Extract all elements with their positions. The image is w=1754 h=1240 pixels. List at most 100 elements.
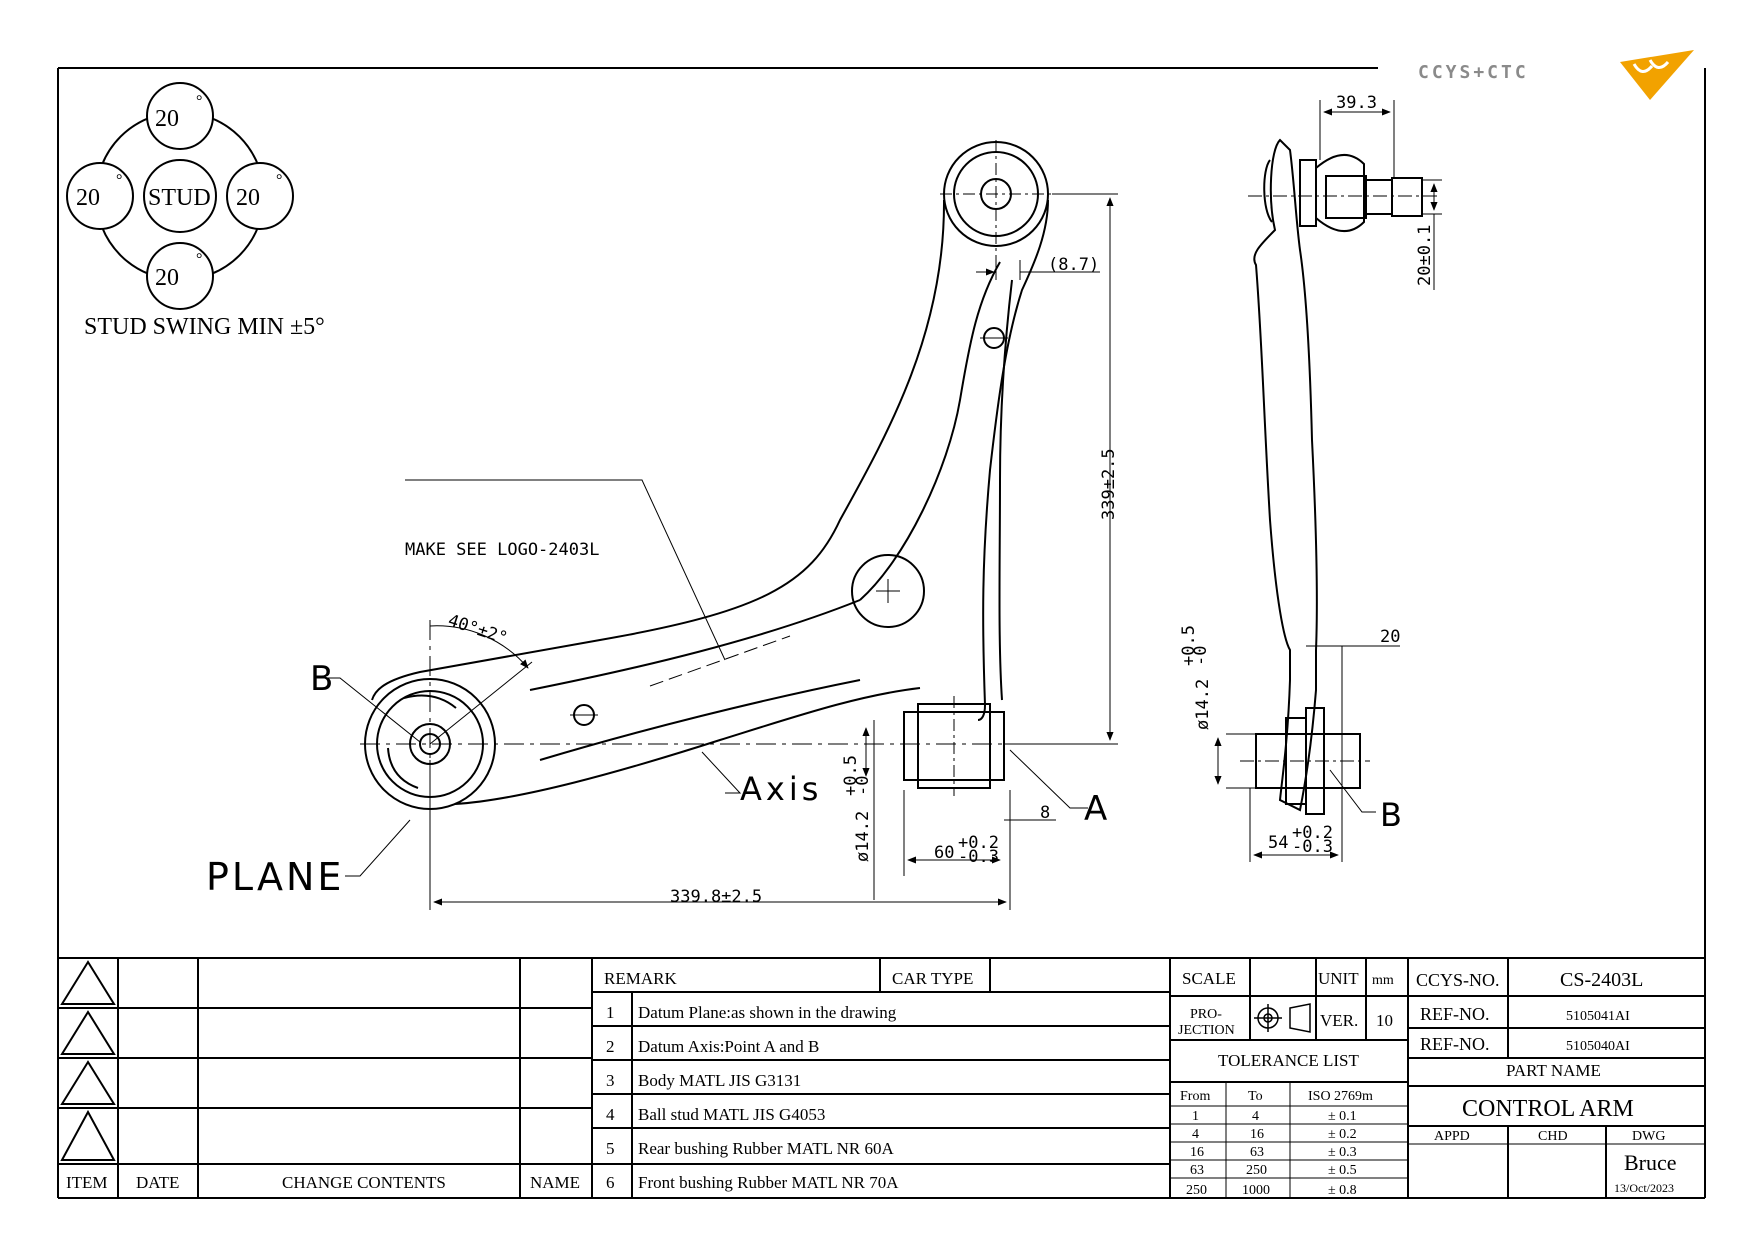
remark-text-3: Body MATL JIS G3131 <box>638 1071 801 1090</box>
plane-label: PLANE <box>206 855 344 899</box>
side-dim-width: 54 +0.2 -0.3 <box>1268 823 1333 857</box>
offset-dimension: (8.7) <box>1048 255 1099 275</box>
ccys-no-label: CCYS-NO. <box>1416 970 1500 990</box>
drawing-border <box>57 67 1706 1199</box>
axis-label: Axis <box>740 770 822 808</box>
ref-no-label-1: REF-NO. <box>1420 1004 1490 1024</box>
svg-text:-0: -0 <box>853 776 873 796</box>
drawn-by: Bruce <box>1624 1150 1677 1175</box>
brand-logo: CCYS+CTC <box>1418 50 1694 100</box>
remark-text-5: Rear bushing Rubber MATL NR 60A <box>638 1139 894 1158</box>
part-name-label: PART NAME <box>1506 1061 1601 1080</box>
length-dimension: 339.8±2.5 <box>670 887 762 907</box>
stud-swing-diagram <box>66 82 294 310</box>
front-view-dimensions <box>316 193 1118 910</box>
datum-b-label: B <box>310 659 333 699</box>
svg-text:-0.3: -0.3 <box>958 847 999 867</box>
remark-no-4: 4 <box>606 1105 615 1124</box>
front-view-control-arm <box>360 140 1052 905</box>
angle-label: 40°±2° <box>445 611 510 649</box>
tol-header-iso: ISO 2769m <box>1308 1089 1373 1104</box>
remark-text-2: Datum Axis:Point A and B <box>638 1037 819 1056</box>
side-dim-20: 20 <box>1380 627 1400 647</box>
unit-label: UNIT <box>1318 969 1359 988</box>
stud-top-deg: ° <box>196 93 202 110</box>
scale-label: SCALE <box>1182 969 1236 988</box>
stud-left-deg: ° <box>116 172 122 189</box>
bushing-diameter-dimension: ø14.2 +0.5 -0 <box>841 755 873 862</box>
stud-top-angle: 20 <box>155 106 179 132</box>
svg-text:+0.5: +0.5 <box>1179 625 1199 666</box>
ref-no-label-2: REF-NO. <box>1420 1034 1490 1054</box>
svg-text:-0.3: -0.3 <box>1292 837 1333 857</box>
remark-no-5: 5 <box>606 1139 615 1158</box>
svg-text:-0: -0 <box>1191 646 1211 666</box>
ref-no-value-2: 5105040AI <box>1566 1039 1630 1054</box>
datum-a-label: A <box>1084 789 1107 829</box>
svg-text:+0.2: +0.2 <box>958 833 999 853</box>
tol-row-1-tol: ± 0.1 <box>1328 1109 1357 1124</box>
ref-no-value-1: 5105041AI <box>1566 1009 1630 1024</box>
part-name-value: CONTROL ARM <box>1462 1096 1634 1122</box>
title-block-lines <box>58 957 1705 1198</box>
brand-logo-text: CCYS+CTC <box>1418 62 1529 83</box>
remark-no-1: 1 <box>606 1003 615 1022</box>
tol-header-to: To <box>1248 1089 1263 1104</box>
projection-label-2: JECTION <box>1178 1023 1235 1038</box>
tol-row-1-to: 4 <box>1252 1109 1259 1124</box>
tol-row-3-to: 63 <box>1250 1145 1264 1160</box>
bushing-length-dimension: 60 +0.2 -0.3 <box>934 833 999 867</box>
remark-no-6: 6 <box>606 1173 615 1192</box>
side-dim-diameter: ø14.2 +0.5 -0 <box>1179 625 1213 730</box>
side-view <box>1240 138 1440 815</box>
stud-bottom-angle: 20 <box>155 265 179 291</box>
svg-text:+0.5: +0.5 <box>841 755 861 796</box>
unit-value: mm <box>1372 973 1394 988</box>
tol-row-3-tol: ± 0.3 <box>1328 1145 1357 1160</box>
tolerance-title: TOLERANCE LIST <box>1218 1051 1359 1070</box>
tol-row-5-tol: ± 0.8 <box>1328 1183 1357 1198</box>
svg-text:ø14.2: ø14.2 <box>853 811 873 862</box>
tol-row-2-to: 16 <box>1250 1127 1264 1142</box>
stud-center-label: STUD <box>148 185 211 211</box>
tol-row-4-to: 250 <box>1246 1163 1267 1178</box>
remark-header: REMARK <box>604 969 677 988</box>
car-type-label: CAR TYPE <box>892 969 973 988</box>
side-view-dimensions <box>1214 100 1442 862</box>
stud-left-angle: 20 <box>76 185 100 211</box>
rev-header-date: DATE <box>136 1173 179 1192</box>
svg-text:54: 54 <box>1268 833 1288 853</box>
remark-text-4: Ball stud MATL JIS G4053 <box>638 1105 825 1124</box>
side-datum-b: B <box>1380 796 1402 834</box>
ccys-no-value: CS-2403L <box>1560 969 1643 991</box>
stud-swing-caption: STUD SWING MIN ±5° <box>84 314 325 340</box>
tol-row-2-from: 4 <box>1192 1127 1199 1142</box>
remark-text-6: Front bushing Rubber MATL NR 70A <box>638 1173 899 1192</box>
offset-8-dimension: 8 <box>1040 803 1050 823</box>
appd-label: APPD <box>1434 1129 1470 1144</box>
chd-label: CHD <box>1538 1129 1568 1144</box>
remark-no-2: 2 <box>606 1037 615 1056</box>
stud-right-angle: 20 <box>236 185 260 211</box>
tol-row-5-to: 1000 <box>1242 1183 1270 1198</box>
logo-note-label: MAKE SEE LOGO-2403L <box>405 540 599 560</box>
side-dim-top: 39.3 <box>1336 93 1377 113</box>
svg-text:60: 60 <box>934 843 954 863</box>
tol-row-4-tol: ± 0.5 <box>1328 1163 1357 1178</box>
drawing-date: 13/Oct/2023 <box>1614 1181 1674 1195</box>
stud-right-deg: ° <box>276 172 282 189</box>
remark-no-3: 3 <box>606 1071 615 1090</box>
tol-row-1-from: 1 <box>1192 1109 1199 1124</box>
rev-header-change: CHANGE CONTENTS <box>282 1173 446 1192</box>
revision-markers <box>60 960 116 1161</box>
ver-value: 10 <box>1376 1011 1393 1030</box>
side-dim-stud: 20±0.1 <box>1415 225 1435 286</box>
height-dimension: 339±2.5 <box>1099 448 1119 520</box>
dwg-label: DWG <box>1632 1129 1665 1144</box>
projection-label-1: PRO- <box>1190 1007 1222 1022</box>
projection-symbol-icon <box>1254 1003 1311 1033</box>
tol-row-3-from: 16 <box>1190 1145 1204 1160</box>
stud-bottom-deg: ° <box>196 251 202 268</box>
remark-text-1: Datum Plane:as shown in the drawing <box>638 1003 897 1022</box>
